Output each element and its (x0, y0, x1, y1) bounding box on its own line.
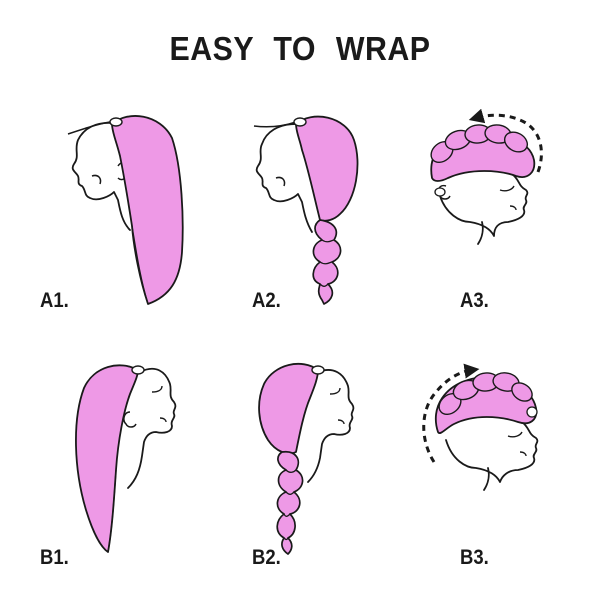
step-a3-illustration (430, 108, 543, 245)
button-icon (526, 406, 538, 418)
step-b2-illustration (258, 362, 355, 555)
head-profile-icon (439, 173, 529, 245)
twisted-towel-icon (430, 124, 529, 164)
twisted-towel-icon (276, 450, 304, 555)
wrap-direction-arrow-icon (422, 363, 480, 463)
head-profile-icon (255, 123, 313, 233)
head-profile-icon (127, 367, 177, 489)
step-a2-illustration (253, 115, 359, 305)
twisted-towel-icon (438, 372, 533, 416)
button-icon (434, 187, 446, 197)
button-loop-icon (67, 121, 111, 135)
step-label-b1: B1. (40, 546, 69, 569)
step-label-a3: A3. (460, 289, 489, 312)
head-profile-icon (71, 122, 131, 231)
twisted-towel-icon (312, 219, 342, 305)
step-label-a1: A1. (40, 289, 69, 312)
head-profile-icon (307, 369, 355, 483)
wrap-direction-arrow-icon (468, 108, 543, 173)
button-icon (293, 117, 307, 127)
towel-icon (258, 362, 319, 455)
step-label-b3: B3. (460, 546, 489, 569)
head-profile-icon (445, 421, 539, 491)
step-a1-illustration (67, 115, 184, 305)
step-label-a2: A2. (252, 289, 281, 312)
step-b3-illustration (422, 363, 539, 491)
towel-icon (111, 115, 184, 305)
button-icon (109, 117, 123, 127)
button-icon (131, 365, 145, 375)
towel-icon (75, 364, 139, 553)
step-label-b2: B2. (252, 546, 281, 569)
step-b1-illustration (75, 364, 177, 553)
towel-icon (295, 115, 359, 222)
button-icon (311, 365, 325, 375)
page-title: EASY TO WRAP (169, 30, 431, 67)
